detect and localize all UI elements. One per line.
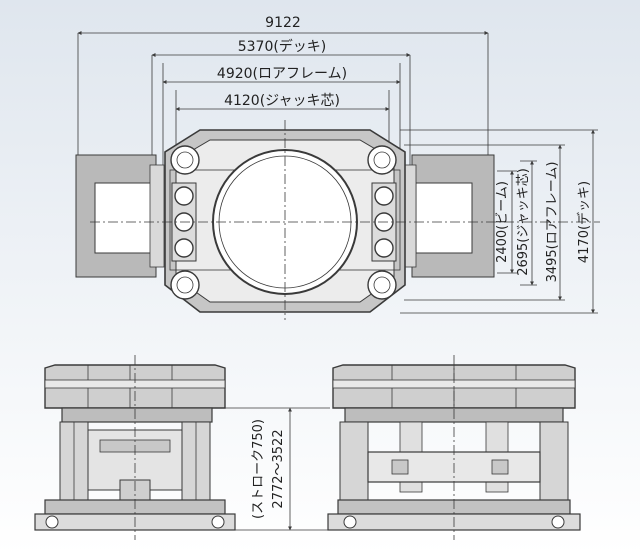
dimension-deck-v: 4170(デッキ) [400, 129, 598, 314]
dimension-label-jack-center-v: 2695(ジャッキ芯) [516, 168, 531, 276]
dimension-overall: 9122 [77, 15, 489, 275]
height-range-label: 2772〜3522 [271, 429, 286, 508]
dimension-label-beam: 2400(ビーム) [495, 181, 510, 263]
dimension-label-deck: 5370(デッキ) [238, 38, 327, 55]
left-outrigger-pad [75, 154, 165, 278]
dimension-jack-center-v: 2695(ジャッキ芯) [516, 160, 537, 286]
dimension-label-deck-v: 4170(デッキ) [576, 181, 592, 263]
plan-view: 9122 5370(デッキ) 4920(ロアフレーム) 4120(ジャッキ芯) [75, 15, 600, 320]
dimension-label-jack-center: 4120(ジャッキ芯) [224, 93, 340, 109]
dimension-label-lower-frame-v: 3495(ロアフレーム) [545, 162, 560, 283]
dimension-beam: 2400(ビーム) [495, 170, 517, 274]
jack-corner-top-right [367, 145, 397, 175]
dimension-deck: 5370(デッキ) [151, 38, 411, 175]
dimension-lower-frame: 4920(ロアフレーム) [162, 63, 401, 170]
side-view-right [327, 355, 581, 540]
jack-corner-top-left [170, 145, 200, 175]
dimension-label-lower-frame: 4920(ロアフレーム) [217, 66, 347, 82]
side-view-left [34, 355, 236, 540]
dimension-label-overall: 9122 [265, 15, 301, 31]
side-height-dimension: (ストローク750) 2772〜3522 [215, 407, 330, 531]
dimension-lower-frame-v: 3495(ロアフレーム) [404, 144, 565, 301]
right-outrigger-pad [401, 154, 495, 278]
jack-corner-bottom-left [170, 270, 200, 300]
stroke-label: (ストローク750) [251, 419, 266, 519]
jack-corner-bottom-right [367, 270, 397, 300]
